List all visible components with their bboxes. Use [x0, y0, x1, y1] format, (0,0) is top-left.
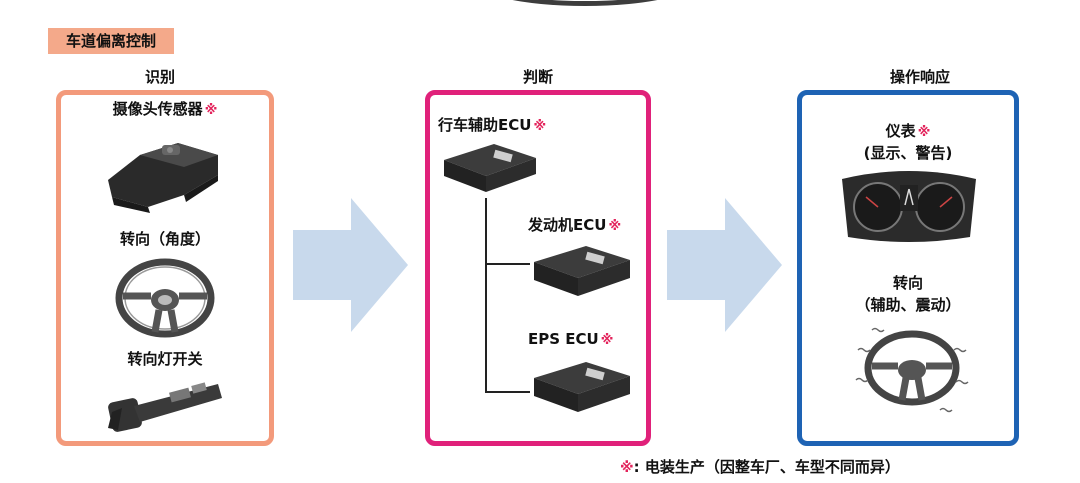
turn-signal-switch-image — [108, 382, 222, 432]
column-title-respond: 操作响应 — [889, 68, 950, 86]
steering-wheel-image — [115, 258, 215, 338]
instrument-cluster-image — [842, 171, 976, 242]
steering-assist-label-line2: （辅助、震动） — [855, 296, 961, 314]
steering-assist-label-line1: 转向 — [892, 274, 923, 292]
turn-signal-label: 转向灯开关 — [127, 350, 203, 368]
denso-mark: ※ — [620, 460, 634, 476]
denso-mark: ※ — [204, 103, 218, 118]
camera-sensor-image — [108, 143, 218, 213]
eps-ecu-label: EPS ECU※ — [528, 330, 614, 348]
eps-ecu-image — [534, 362, 630, 412]
respond-box — [797, 90, 1019, 446]
driving-assist-ecu-label: 行车辅助ECU※ — [438, 116, 547, 134]
top-decorative-arc — [470, 0, 700, 6]
instrument-label-line2: (显示、警告) — [863, 144, 953, 162]
column-title-judge: 判断 — [522, 68, 553, 86]
steering-angle-label: 转向（角度） — [119, 230, 210, 248]
arrow-to-respond — [667, 198, 782, 332]
instrument-label-line1: 仪表※ — [885, 122, 931, 140]
vibrating-steering-wheel-image — [855, 327, 969, 413]
driving-assist-ecu-image — [444, 144, 536, 192]
denso-mark: ※ — [917, 125, 931, 140]
column-title-recognize: 识别 — [144, 68, 175, 86]
arrow-to-judge — [293, 198, 408, 332]
engine-ecu-image — [534, 246, 630, 296]
footnote: ※: 电装生产（因整车厂、车型不同而异） — [620, 458, 900, 476]
denso-mark: ※ — [600, 333, 614, 348]
camera-sensor-label: 摄像头传感器※ — [112, 100, 218, 118]
engine-ecu-label: 发动机ECU※ — [528, 216, 622, 234]
ecu-tree-connector — [485, 198, 530, 393]
denso-mark: ※ — [533, 119, 547, 134]
denso-mark: ※ — [608, 219, 622, 234]
section-badge: 车道偏离控制 — [48, 28, 175, 54]
